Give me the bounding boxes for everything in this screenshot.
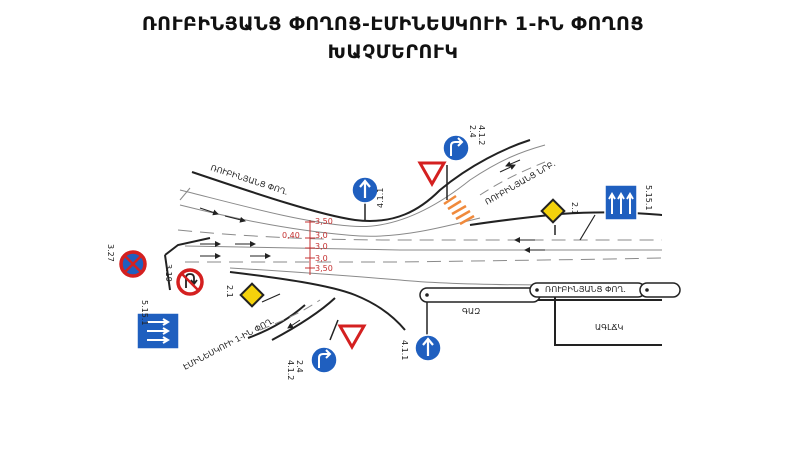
- median-island-gaz: [419, 287, 541, 303]
- sign-3-27: 3.27: [106, 244, 147, 278]
- lane-arrow: [287, 319, 301, 329]
- upper-left-road-edge: [191, 139, 531, 222]
- lane-markings: [177, 144, 663, 331]
- dim-label: 3,0: [315, 254, 328, 263]
- lane-arrow: [224, 215, 246, 223]
- priority-road-icon: [239, 282, 265, 308]
- lane-arrows: [199, 159, 545, 329]
- arrow-right-turn-icon: [450, 137, 464, 156]
- sign-4-1-2-bottom: 2.4 4.1.2: [286, 319, 367, 380]
- place-label-median: ԳԱԶ: [462, 307, 480, 316]
- sign-code: 2.4: [295, 360, 304, 373]
- sign-code: 3.19: [164, 264, 173, 282]
- dim-label: 3,50: [315, 264, 333, 273]
- left-entry-edge: [164, 254, 171, 291]
- sign-5-15-1-right: 5.15.1: [579, 184, 653, 241]
- lane-direction-icon: [608, 192, 634, 214]
- sign-2-1-right: 2.1: [540, 198, 579, 235]
- sign-code: 4.1.1: [376, 188, 385, 208]
- sign-3-19: 3.19: [164, 264, 204, 296]
- sign-circle: [310, 346, 338, 374]
- place-label-station: ԱԳԼՃԿ: [595, 323, 624, 332]
- lane-arrow: [499, 164, 516, 173]
- sign-circle: [442, 134, 470, 162]
- yield-triangle-icon: [337, 324, 367, 351]
- yield-triangle-icon: [417, 161, 447, 188]
- street-label-eminesku: ԷՄԻՆԵՍԿՈՒԻ 1-ԻՆ ՓՈՂ.: [182, 316, 276, 372]
- arrow-up-icon: [359, 179, 371, 198]
- crosswalk: [443, 194, 475, 226]
- sign-code: 4.1.2: [286, 360, 295, 380]
- lower-road-edge: [229, 271, 406, 331]
- sign-code: 3.27: [106, 244, 115, 262]
- priority-road-icon: [540, 198, 566, 224]
- eminesku-left-edge: [247, 304, 306, 339]
- page-title: ՌՈՒԲԻՆՅԱՆՑ ՓՈՂՈՑ-ԷՄԻՆԵՍԿՈՒԻ 1-ԻՆ ՓՈՂՈՑ Խ…: [0, 10, 786, 66]
- road-edges: [164, 139, 663, 346]
- title-line-1: ՌՈՒԲԻՆՅԱՆՑ ՓՈՂՈՑ-ԷՄԻՆԵՍԿՈՒԻ 1-ԻՆ ՓՈՂՈՑ: [141, 13, 645, 35]
- right-road-bottom-edge: [554, 290, 662, 346]
- sign-5-15-1-left: 5.15.1: [136, 300, 180, 350]
- lower-right-edge: [271, 297, 336, 341]
- arrow-up-icon: [422, 337, 434, 356]
- sign-code: 2.1: [570, 202, 579, 215]
- median-island-edge: [639, 282, 681, 298]
- title-line-2: ԽԱՉՄԵՐՈՒԿ: [327, 41, 459, 63]
- sign-4-1-1-bottom: 4.1.1: [400, 302, 442, 362]
- street-label-rubinyants-right: ՌՈՒԲԻՆՅԱՆՑ ՓՈՂ.: [545, 285, 626, 294]
- dimension-lines: [305, 220, 315, 275]
- sign-code: 4.1.1: [400, 340, 409, 360]
- dim-label: 3,0: [315, 231, 328, 240]
- sign-4-1-2-top: 2.4 4.1.2: [417, 125, 486, 200]
- lane-arrow: [199, 207, 219, 216]
- dim-label: 0,40: [282, 231, 300, 240]
- left-wall-edge: [164, 237, 211, 256]
- sign-code: 2.4: [468, 125, 477, 138]
- sign-code: 5.15.1: [644, 185, 653, 210]
- median-islands: [419, 282, 681, 303]
- island-dots: [425, 288, 649, 297]
- sign-4-1-1-top: 4.1.1: [351, 176, 385, 220]
- sign-code: 2.1: [225, 285, 234, 298]
- sign-code: 4.1.2: [477, 125, 486, 145]
- sign-2-1-left: 2.1: [225, 282, 281, 308]
- street-label-rubinyants-lane: ՌՈՒԲԻՆՅԱՆՑ ՆՐԲ.: [484, 159, 558, 207]
- dim-label: 3,50: [315, 217, 333, 226]
- dim-label: 3,0: [315, 242, 328, 251]
- dimension-labels: 3,50 0,40 3,0 3,0 3,0 3,50: [282, 217, 333, 273]
- lane-direction-icon: [147, 318, 170, 344]
- arrow-right-turn-icon: [318, 349, 332, 368]
- sign-code: 5.15.1: [140, 300, 149, 325]
- lane-arrow: [505, 159, 521, 167]
